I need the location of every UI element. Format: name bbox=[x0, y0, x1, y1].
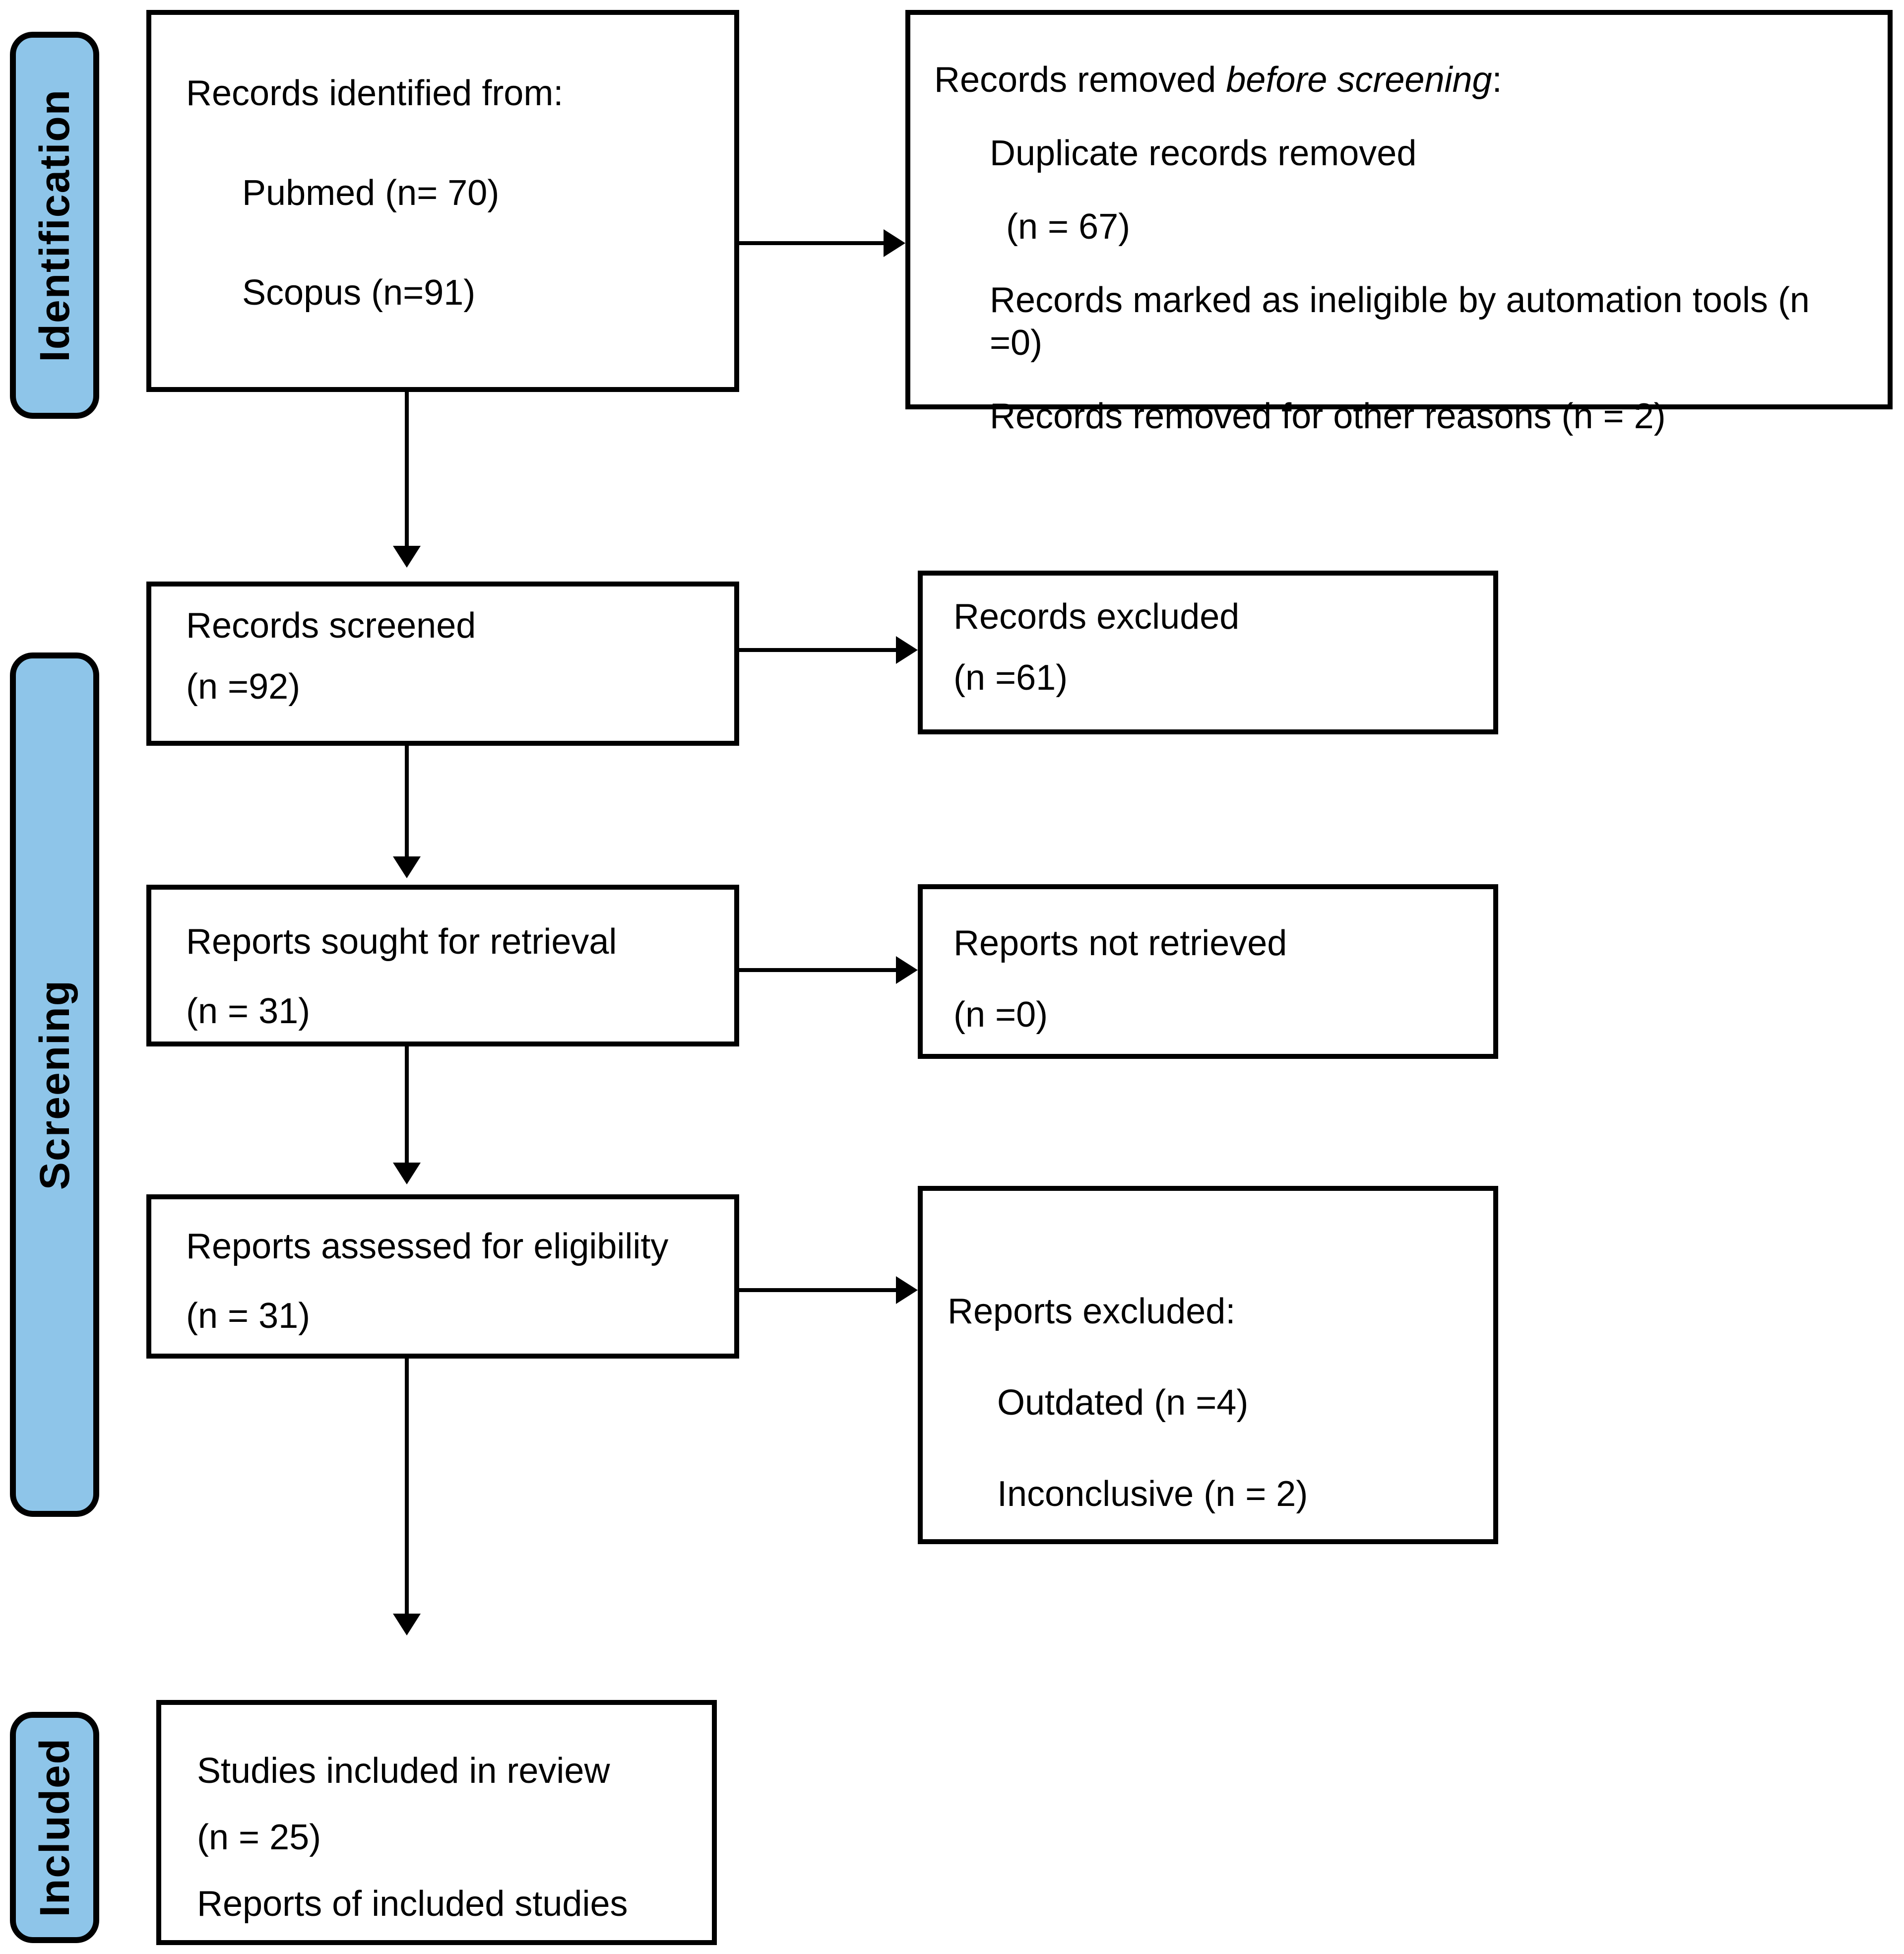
stage-label-identification: Identification bbox=[10, 32, 99, 419]
arrow-line bbox=[739, 968, 898, 972]
box-line: Reports sought for retrieval bbox=[186, 922, 617, 962]
stage-label-included-text: Included bbox=[31, 1738, 78, 1917]
box-line: (n = 31) bbox=[186, 991, 311, 1031]
box-records-removed-before-screening: Records removed before screening: Duplic… bbox=[905, 10, 1893, 436]
box-title: Records identified from: bbox=[186, 73, 564, 113]
box-sub-item: Outdated (n =4) bbox=[997, 1383, 1249, 1423]
box-sub-item: (n = 67) bbox=[1006, 207, 1131, 247]
box-line: Reports of included studies bbox=[197, 1884, 628, 1924]
box-sub-item: Records marked as ineligible by automati… bbox=[990, 280, 1810, 363]
arrow-line bbox=[405, 1359, 409, 1616]
box-title-suffix: : bbox=[1492, 60, 1502, 100]
arrow-head-down-icon bbox=[393, 1163, 421, 1184]
box-line: Reports assessed for eligibility bbox=[186, 1227, 669, 1266]
arrow-line bbox=[405, 392, 409, 548]
arrow-head-right-icon bbox=[896, 956, 918, 984]
box-reports-sought: Reports sought for retrieval (n = 31) bbox=[146, 885, 739, 1046]
box-reports-not-retrieved: Reports not retrieved (n =0) bbox=[918, 884, 1498, 1059]
box-records-excluded: Records excluded (n =61) bbox=[918, 571, 1498, 734]
box-line: Records screened bbox=[186, 606, 476, 646]
box-records-screened: Records screened (n =92) bbox=[146, 582, 739, 746]
arrow-head-right-icon bbox=[896, 636, 918, 664]
stage-label-included: Included bbox=[10, 1712, 99, 1943]
stage-label-identification-text: Identification bbox=[31, 88, 78, 362]
box-records-identified: Records identified from: Pubmed (n= 70) … bbox=[146, 10, 739, 392]
box-reports-assessed: Reports assessed for eligibility (n = 31… bbox=[146, 1194, 739, 1359]
box-line: Studies included in review bbox=[197, 1751, 610, 1791]
box-title: Reports excluded: bbox=[948, 1292, 1236, 1331]
box-line: Reports not retrieved bbox=[953, 923, 1287, 963]
box-line: (n =0) bbox=[953, 995, 1048, 1035]
box-sub-item: Pubmed (n= 70) bbox=[242, 173, 500, 213]
box-reports-excluded: Reports excluded: Outdated (n =4) Inconc… bbox=[918, 1186, 1498, 1544]
box-sub-item: Inconclusive (n = 2) bbox=[997, 1474, 1308, 1514]
box-sub-item: Records removed for other reasons (n = 2… bbox=[990, 396, 1666, 436]
arrow-head-right-icon bbox=[896, 1276, 918, 1304]
arrow-head-down-icon bbox=[393, 856, 421, 878]
box-sub-item: Duplicate records removed bbox=[990, 133, 1417, 173]
arrow-head-right-icon bbox=[884, 229, 905, 257]
box-line: (n =61) bbox=[953, 658, 1068, 698]
arrow-line bbox=[739, 648, 898, 652]
arrow-head-down-icon bbox=[393, 1614, 421, 1635]
arrow-line bbox=[405, 746, 409, 859]
box-title: Records removed before screening: bbox=[934, 59, 1860, 101]
arrow-head-down-icon bbox=[393, 546, 421, 568]
arrow-line bbox=[739, 241, 886, 245]
box-sub-item: Scopus (n=91) bbox=[242, 273, 476, 313]
arrow-line bbox=[739, 1288, 898, 1292]
stage-label-screening-text: Screening bbox=[31, 979, 78, 1190]
box-studies-included: Studies included in review (n = 25) Repo… bbox=[156, 1700, 717, 1945]
box-line: Records excluded bbox=[953, 597, 1240, 637]
stage-label-screening: Screening bbox=[10, 652, 99, 1517]
box-title-prefix: Records removed bbox=[934, 60, 1226, 100]
arrow-line bbox=[405, 1046, 409, 1165]
box-line: (n = 31) bbox=[186, 1296, 311, 1336]
box-title-emphasis: before screening bbox=[1226, 60, 1492, 100]
box-line: (n =92) bbox=[186, 667, 301, 707]
box-line: (n = 25) bbox=[197, 1818, 321, 1857]
